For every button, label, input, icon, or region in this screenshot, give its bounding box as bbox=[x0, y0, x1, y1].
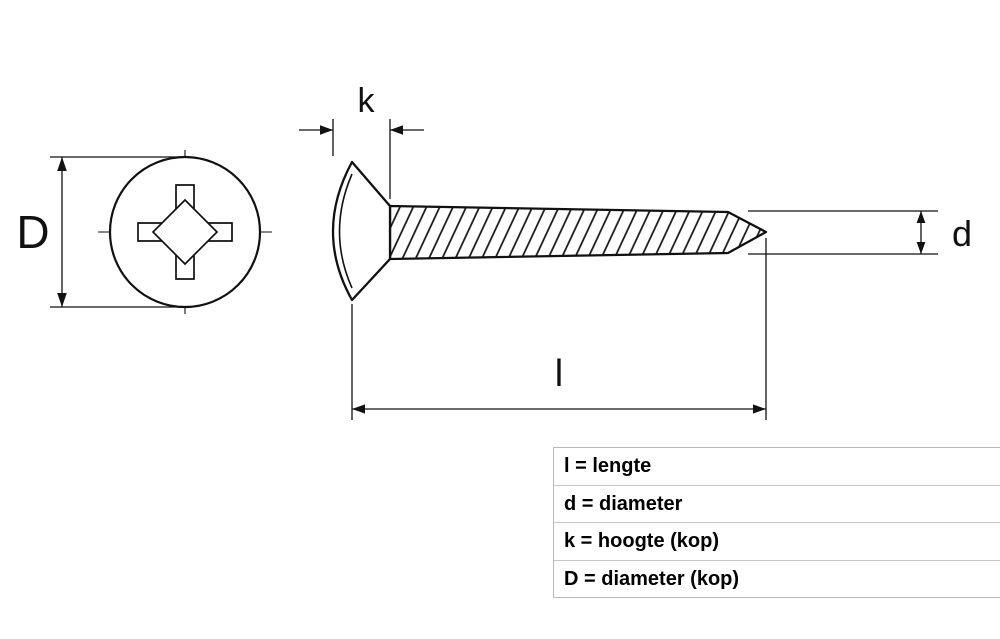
screw-head-profile bbox=[331, 160, 392, 302]
dim-label-D: D bbox=[16, 206, 49, 258]
phillips-recess-icon bbox=[137, 184, 233, 280]
arrowhead-up bbox=[57, 157, 67, 171]
arrowhead-up bbox=[916, 211, 926, 223]
arrowhead-left bbox=[390, 125, 403, 135]
dimension-D bbox=[50, 156, 187, 308]
arrowhead-right bbox=[753, 404, 766, 414]
phillips-center-square bbox=[151, 198, 219, 266]
legend-row-diameter: d = diameter bbox=[554, 486, 1000, 523]
legend-row-lengte: l = lengte bbox=[554, 448, 1000, 486]
screw-thread-shank bbox=[388, 204, 768, 261]
dim-label-k: k bbox=[358, 82, 376, 120]
legend-row-hoogte-kop: k = hoogte (kop) bbox=[554, 523, 1000, 561]
legend-row-diameter-kop: D = diameter (kop) bbox=[564, 567, 740, 590]
dimension-l bbox=[351, 238, 767, 420]
dimension-d bbox=[748, 210, 938, 255]
dim-label-d: d bbox=[952, 213, 972, 254]
arrowhead-down bbox=[57, 293, 67, 307]
arrowhead-left bbox=[352, 404, 365, 414]
arrowhead-right bbox=[320, 125, 333, 135]
side-view bbox=[331, 160, 768, 302]
dim-label-l: l bbox=[555, 353, 563, 395]
head-dome-arc bbox=[338, 173, 353, 289]
arrowhead-down bbox=[916, 242, 926, 254]
legend-table: l = lengte d = diameter k = hoogte (kop)… bbox=[553, 447, 1000, 598]
dimension-k bbox=[299, 119, 424, 199]
front-view bbox=[98, 150, 272, 314]
